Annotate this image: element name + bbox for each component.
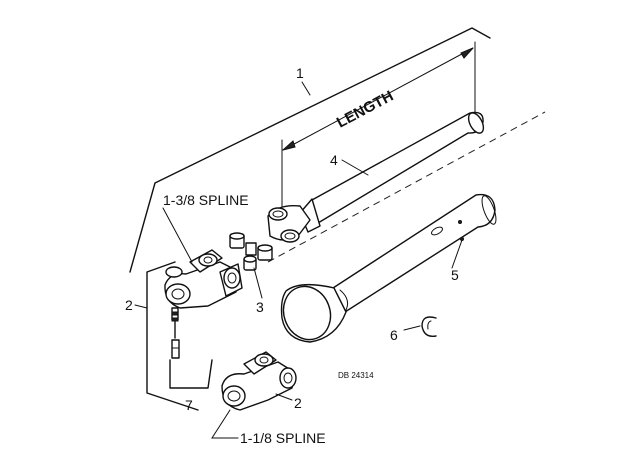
retaining-clip	[403, 316, 437, 337]
shield-tube	[280, 193, 497, 343]
callout-shaft: 4	[330, 152, 338, 168]
callout-yoke-set: 2	[125, 297, 133, 313]
reference-code: DB 24314	[338, 371, 374, 380]
callout-cross: 3	[256, 299, 264, 315]
callout-pin: 7	[185, 397, 193, 413]
length-dimension	[281, 41, 476, 219]
spline-upper-label: 1-3/8 SPLINE	[163, 192, 249, 208]
centerline	[267, 111, 546, 263]
spline-lower-label: 1-1/8 SPLINE	[240, 430, 326, 446]
pin-bracket	[169, 359, 213, 389]
leader-shaft	[341, 159, 369, 176]
shaft-tube	[267, 111, 485, 243]
callout-clip: 6	[390, 327, 398, 343]
lower-yoke	[211, 351, 297, 439]
callout-assembly: 1	[296, 65, 304, 81]
cross-and-bearings	[229, 232, 273, 299]
assembly-bracket	[129, 27, 491, 273]
callout-yoke-lower: 2	[294, 395, 302, 411]
leader-assembly	[301, 81, 311, 96]
leader-shield	[451, 239, 463, 269]
callout-shield: 5	[451, 267, 459, 283]
upper-yoke	[162, 207, 243, 359]
leader-yoke-lower	[275, 393, 293, 401]
length-label: LENGTH	[334, 88, 396, 132]
leader-yoke-set	[134, 304, 148, 309]
yoke-bracket	[146, 261, 199, 411]
